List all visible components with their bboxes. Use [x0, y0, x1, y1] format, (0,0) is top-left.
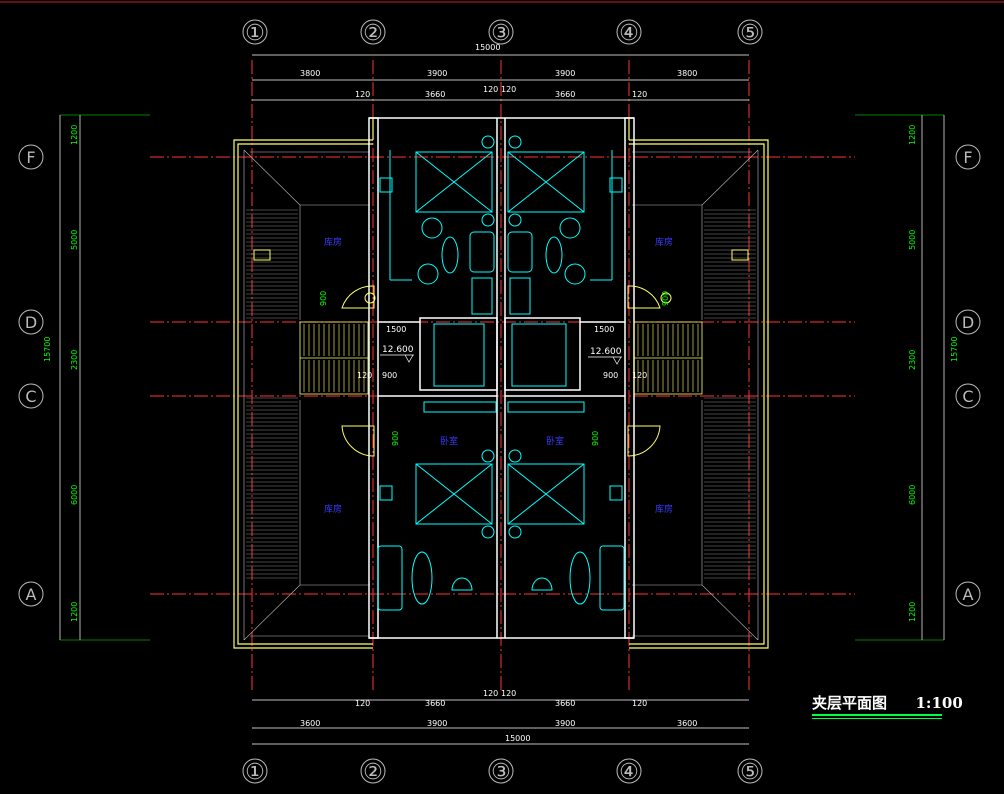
roof-hatch-right [632, 149, 759, 641]
dim-stair: 900 [661, 291, 670, 306]
grid-col-label: ③ [491, 21, 511, 46]
dim-stair: 900 [591, 431, 600, 446]
grid-row-label: D [962, 313, 974, 332]
roof-hatch-left [243, 149, 370, 641]
dim-inner-bottom: 120 [501, 689, 516, 698]
room-label-bedroom: 卧室 [440, 435, 458, 447]
dim-inner-bottom: 3660 [425, 699, 445, 708]
dim-inner-top: 3660 [555, 90, 575, 99]
grid-row-label: D [25, 313, 37, 332]
dim-inner-top: 120 [483, 85, 498, 94]
dim-side-right: 1200 [908, 602, 917, 622]
dim-inner-bottom: 120 [632, 699, 647, 708]
dim-inner-bottom: 120 [355, 699, 370, 708]
stair-right [633, 321, 703, 395]
furniture [377, 135, 625, 611]
axis-lines [150, 60, 855, 690]
dim-bay-top: 3800 [300, 69, 320, 78]
dim-bay-bottom: 3600 [300, 719, 320, 728]
dimension-lines [59, 54, 945, 745]
dim-bay-bottom: 3900 [427, 719, 447, 728]
door-swings [341, 285, 661, 457]
title-underline [812, 718, 942, 719]
dimension-extensions [60, 114, 944, 641]
dim-side-left-total: 15700 [43, 337, 52, 362]
drawing-scale: 1:100 [915, 694, 963, 712]
grid-col-label: ⑤ [740, 21, 760, 46]
dim-stair: 900 [603, 371, 618, 380]
title-underline [812, 714, 942, 716]
drawing-title: 夹层平面图 [812, 694, 888, 712]
dim-side-left: 2300 [70, 350, 79, 370]
dim-bay-top: 3900 [427, 69, 447, 78]
dim-inner-bottom: 3660 [555, 699, 575, 708]
dim-bay-top: 3900 [555, 69, 575, 78]
room-label-storage: 库房 [655, 236, 673, 248]
dim-stair: 1500 [386, 325, 406, 334]
grid-col-label: ② [363, 760, 383, 785]
roof-outline [233, 118, 769, 649]
grid-col-label: ⑤ [740, 760, 760, 785]
dim-side-right-total: 15700 [950, 337, 959, 362]
room-label-bedroom: 卧室 [546, 435, 564, 447]
dim-side-left: 5000 [70, 230, 79, 250]
dim-inner-top: 120 [355, 90, 370, 99]
dim-side-left: 1200 [70, 125, 79, 145]
room-label-storage: 库房 [324, 503, 342, 515]
grid-col-label: ④ [619, 760, 639, 785]
grid-col-label: ④ [619, 21, 639, 46]
room-label-storage: 库房 [655, 503, 673, 515]
grid-row-label: C [962, 387, 973, 406]
dim-inner-top: 120 [501, 85, 516, 94]
dim-stair: 1500 [594, 325, 614, 334]
drawing-title-block: 夹层平面图 1:100 [812, 692, 963, 719]
dim-stair: 900 [382, 371, 397, 380]
dim-total-bottom: 15000 [505, 734, 530, 743]
dim-inner-top: 3660 [425, 90, 445, 99]
grid-col-label: ① [245, 21, 265, 46]
grid-row-label: A [963, 585, 974, 604]
dim-total-top: 15000 [475, 43, 500, 52]
room-label-storage: 库房 [324, 236, 342, 248]
grid-row-label: F [963, 148, 972, 167]
roof-vents [253, 249, 749, 304]
dim-stair: 900 [391, 431, 400, 446]
grid-row-label: A [26, 585, 37, 604]
dim-side-right: 6000 [908, 485, 917, 505]
dim-bay-top: 3800 [677, 69, 697, 78]
dim-side-left: 6000 [70, 485, 79, 505]
dim-inner-bottom: 120 [483, 689, 498, 698]
grid-col-label: ① [245, 760, 265, 785]
dim-stair: 120 [357, 371, 372, 380]
grid-bubbles [18, 19, 981, 784]
elevation-mark: 12.600 [590, 347, 622, 357]
dim-inner-top: 120 [632, 90, 647, 99]
dim-side-left: 1200 [70, 602, 79, 622]
grid-row-label: C [25, 387, 36, 406]
grid-col-label: ② [363, 21, 383, 46]
dim-bay-bottom: 3900 [555, 719, 575, 728]
dim-stair: 120 [632, 371, 647, 380]
grid-row-label: F [26, 148, 35, 167]
dim-side-right: 5000 [908, 230, 917, 250]
dim-stair: 900 [319, 291, 328, 306]
dim-side-right: 2300 [908, 350, 917, 370]
dim-bay-bottom: 3600 [677, 719, 697, 728]
dim-side-right: 1200 [908, 125, 917, 145]
elevation-mark: 12.600 [382, 345, 414, 355]
grid-col-label: ③ [491, 760, 511, 785]
stair-left [299, 321, 369, 395]
